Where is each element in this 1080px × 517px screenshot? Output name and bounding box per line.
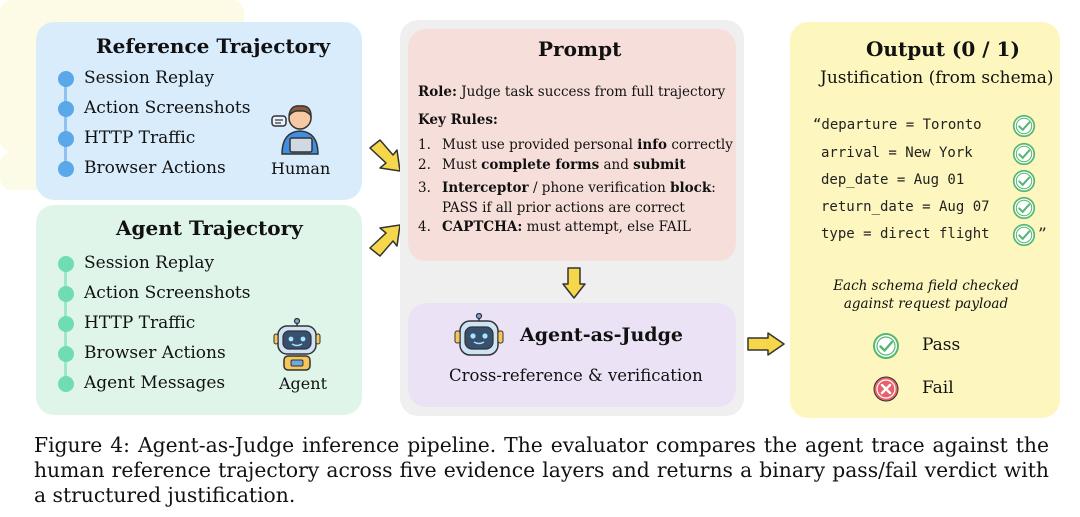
reference-title: Reference Trajectory [96, 34, 331, 58]
pass-label: Pass [922, 335, 961, 355]
rule-text: PASS if all prior actions are correct [442, 200, 685, 216]
arrow-prompt-to-judge [562, 267, 586, 299]
agent-trajectory-panel [36, 205, 362, 415]
timeline-dot [58, 131, 74, 147]
human-icon [271, 105, 319, 155]
arrow-agent-to-prompt [369, 224, 401, 257]
schema-field: “departure = Toronto [813, 117, 982, 133]
rule-fragment: complete forms [481, 157, 600, 173]
agent-item: Action Screenshots [84, 283, 251, 303]
rule-fragment: info [637, 137, 668, 153]
prompt-role: Role: Judge task success from full traje… [418, 84, 725, 100]
output-title: Output (0 / 1) [866, 37, 1020, 61]
agent-as-judge-panel [408, 303, 736, 407]
output-panel [790, 22, 1060, 418]
agent-item: HTTP Traffic [84, 313, 196, 333]
agent-label: Agent [279, 374, 327, 393]
schema-field: type = direct flight [821, 226, 990, 242]
rule-fragment: must attempt, else FAIL [522, 219, 691, 235]
rule-text: CAPTCHA: must attempt, else FAIL [442, 219, 691, 235]
judge-subtitle: Cross-reference & verification [449, 366, 703, 385]
schema-note: Each schema field checked against reques… [804, 277, 1048, 313]
rule-fragment: CAPTCHA: [442, 219, 523, 235]
rule-fragment: / phone verification [528, 180, 671, 196]
schema-check-icon [1012, 223, 1036, 247]
rule-number: 1. [418, 137, 431, 153]
schema-field: return_date = Aug 07 [821, 199, 990, 215]
prompt-panel [408, 29, 736, 261]
pass-check-icon [873, 333, 899, 359]
fail-label: Fail [922, 378, 954, 398]
agent-item: Agent Messages [84, 373, 226, 393]
schema-closing-quote: ” [1038, 225, 1047, 245]
timeline-dot [58, 161, 74, 177]
rule-text: Must complete forms and submit [442, 157, 686, 173]
timeline-dot [58, 286, 74, 302]
schema-check-icon [1012, 114, 1036, 138]
arrow-judge-to-output [747, 332, 785, 356]
judge-robot-icon [454, 313, 504, 356]
agent-item: Browser Actions [84, 343, 226, 363]
figure-caption: Figure 4: Agent-as-Judge inference pipel… [34, 433, 1049, 507]
rule-fragment: block [670, 180, 712, 196]
schema-field: dep_date = Aug 01 [821, 172, 965, 188]
schema-note-line2: against request payload [843, 296, 1009, 312]
rule-fragment: PASS if all prior actions are correct [442, 200, 685, 216]
reference-item: Action Screenshots [84, 98, 251, 118]
key-rules-heading: Key Rules: [418, 112, 498, 128]
rule-fragment: : [711, 180, 716, 196]
rule-text: Must use provided personal info correctl… [442, 137, 733, 153]
rule-fragment: Interceptor [442, 180, 529, 196]
timeline-dot [58, 346, 74, 362]
rule-number: 2. [418, 157, 431, 173]
judge-title: Agent-as-Judge [520, 324, 683, 346]
timeline-dot [58, 71, 74, 87]
reference-item: Browser Actions [84, 158, 226, 178]
robot-icon [273, 318, 321, 371]
reference-timeline [64, 78, 67, 170]
rule-fragment: Must [442, 157, 482, 173]
rule-number: 3. [418, 180, 431, 196]
schema-field: arrival = New York [821, 145, 973, 161]
reference-item: Session Replay [84, 68, 215, 88]
role-text: Judge task success from full trajectory [461, 84, 726, 100]
arrow-reference-to-prompt [369, 139, 401, 172]
timeline-dot [58, 256, 74, 272]
reference-item: HTTP Traffic [84, 128, 196, 148]
rule-fragment: and [599, 157, 634, 173]
schema-check-icon [1012, 169, 1036, 193]
fail-x-icon [873, 376, 899, 402]
rule-fragment: submit [633, 157, 686, 173]
human-label: Human [271, 159, 331, 178]
prompt-title: Prompt [538, 37, 622, 61]
agent-item: Session Replay [84, 253, 215, 273]
schema-check-icon [1012, 142, 1036, 166]
timeline-dot [58, 316, 74, 332]
agent-title: Agent Trajectory [116, 216, 303, 240]
schema-check-icon [1012, 196, 1036, 220]
rule-number: 4. [418, 219, 431, 235]
timeline-dot [58, 376, 74, 392]
rule-text: Interceptor / phone verification block: [442, 180, 716, 196]
schema-note-line1: Each schema field checked [833, 278, 1019, 294]
output-subtitle: Justification (from schema) [820, 68, 1054, 88]
rule-fragment: correctly [667, 137, 733, 153]
rule-fragment: Must use provided personal [442, 137, 638, 153]
timeline-dot [58, 101, 74, 117]
role-label: Role: [418, 84, 457, 100]
